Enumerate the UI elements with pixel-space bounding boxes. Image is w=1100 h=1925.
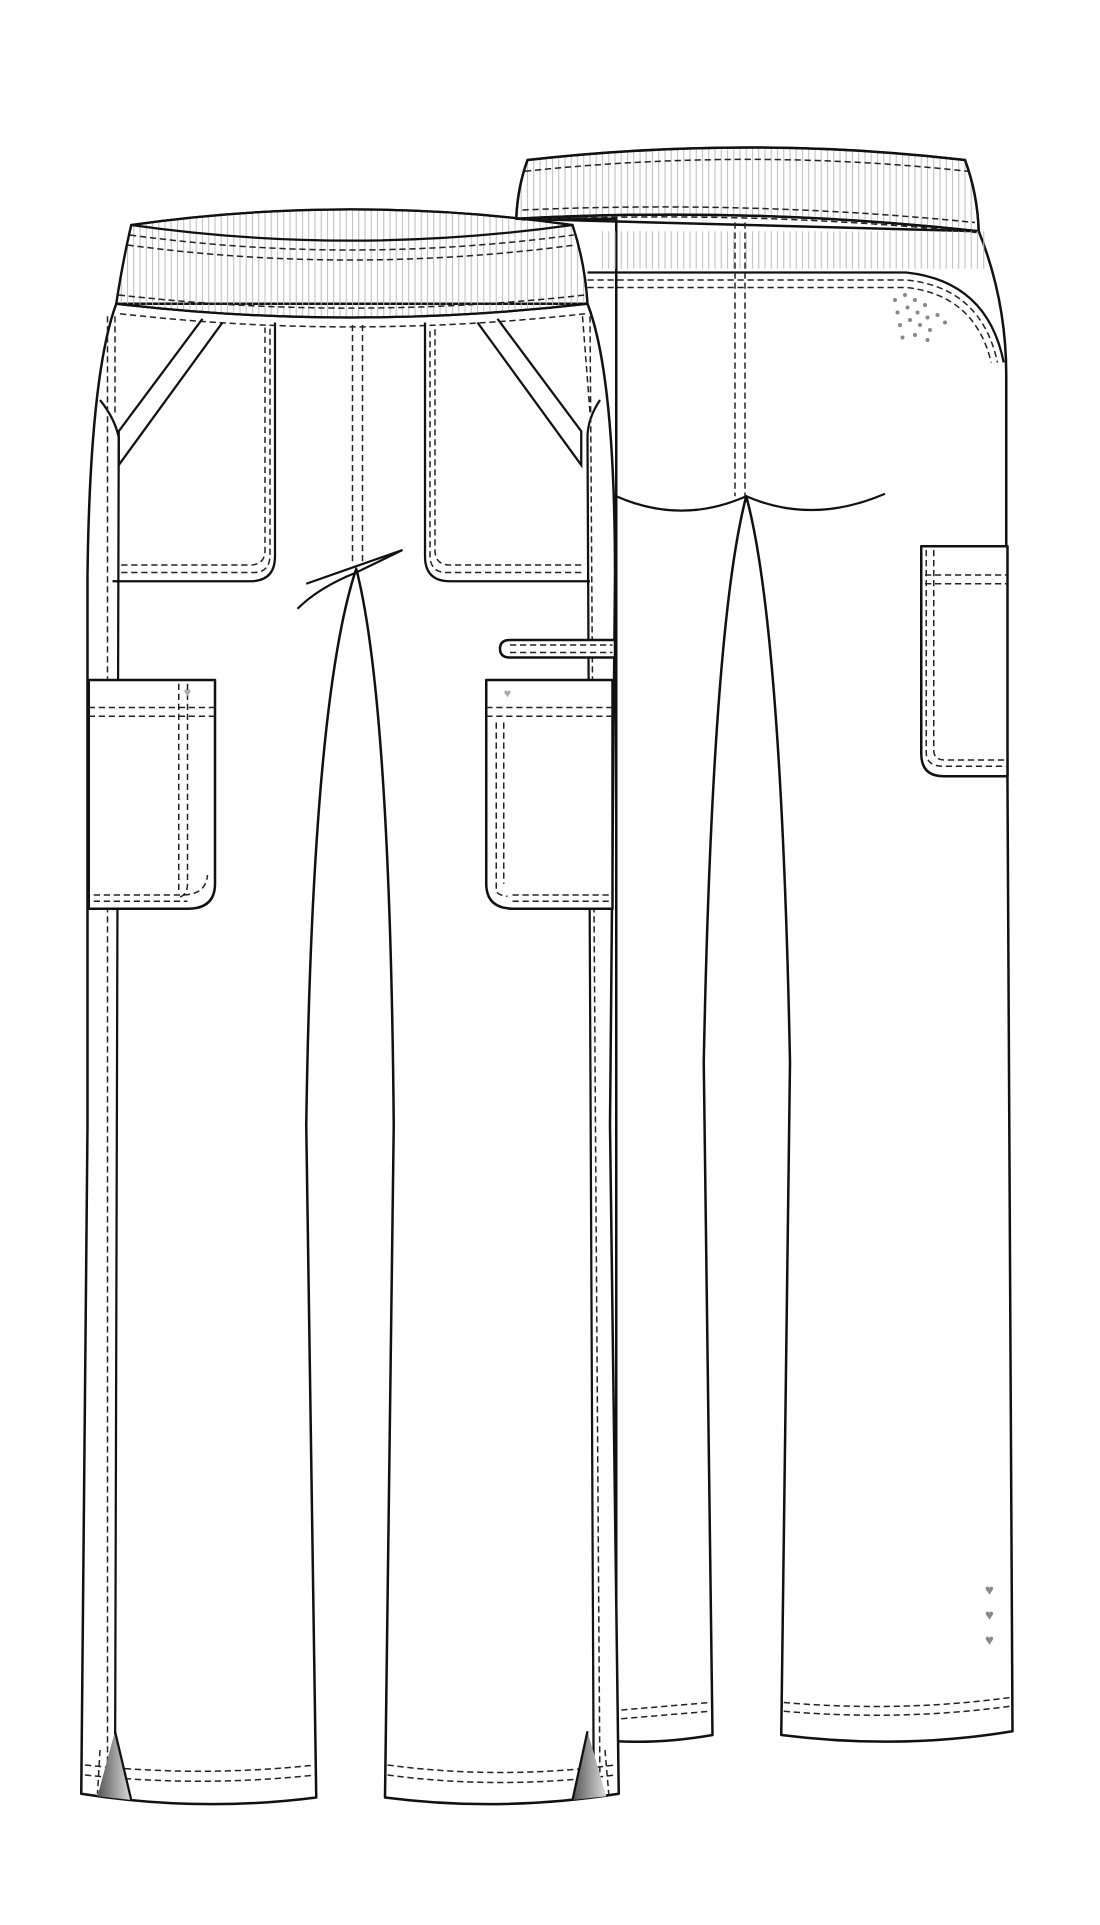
heart-logo-icon: ♥ bbox=[504, 687, 511, 701]
side-vent-right bbox=[572, 1731, 607, 1800]
front-waistband bbox=[114, 208, 589, 319]
side-vent-left bbox=[97, 1731, 132, 1800]
back-yoke-seam bbox=[615, 492, 886, 512]
back-pants-body bbox=[515, 217, 1014, 1744]
front-view: ♥ ♥ bbox=[80, 208, 620, 1806]
front-pocket-left bbox=[112, 318, 277, 583]
pen-loop bbox=[498, 638, 617, 659]
back-view: ♥ ♥ ♥ bbox=[515, 146, 1014, 1744]
front-cargo-pocket-right bbox=[485, 678, 614, 910]
heart-icons: ♥ ♥ ♥ bbox=[985, 1582, 994, 1649]
back-cargo-pocket bbox=[920, 545, 1009, 778]
front-pants-body bbox=[80, 302, 620, 1806]
fly-drawcord bbox=[296, 548, 403, 610]
rivet-dots bbox=[893, 293, 948, 342]
heart-logo-icon: ♥ bbox=[184, 685, 191, 699]
front-pocket-right bbox=[423, 318, 590, 583]
front-cargo-pocket-left bbox=[87, 678, 217, 910]
svg-text:♥: ♥ bbox=[985, 1632, 994, 1649]
svg-text:♥: ♥ bbox=[985, 1582, 994, 1599]
svg-text:♥: ♥ bbox=[985, 1607, 994, 1624]
